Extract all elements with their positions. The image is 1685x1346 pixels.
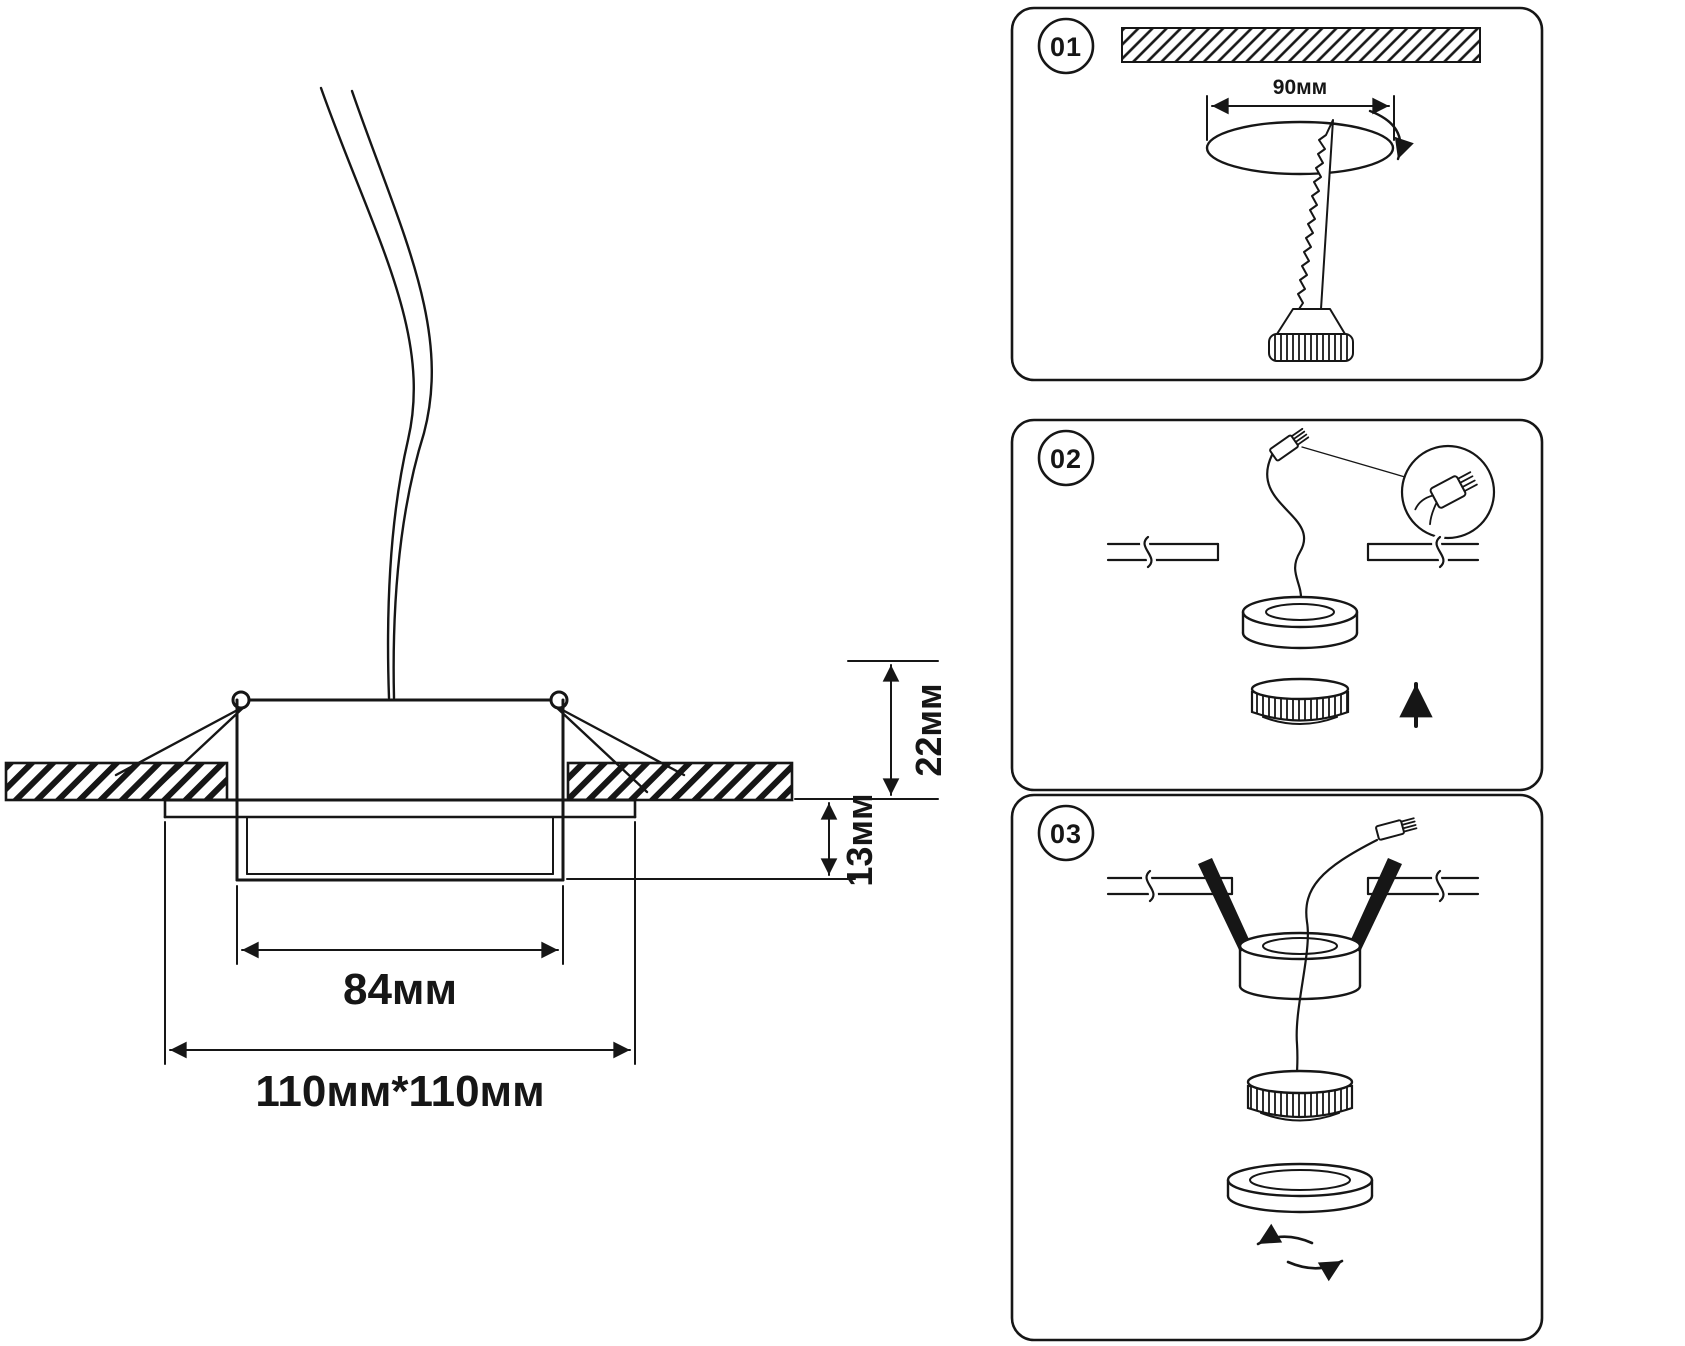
step-3-panel: 03 <box>1010 793 1544 1342</box>
ceiling-section-step3 <box>1106 866 1480 906</box>
dimension-22mm: 22мм <box>794 660 949 800</box>
fixture-cross-section: 22мм 13мм 84мм 110мм*110мм <box>4 86 949 1116</box>
lamp-module <box>1250 677 1350 725</box>
cut-direction-arrow <box>1368 109 1414 161</box>
step-1-border <box>1010 6 1544 382</box>
ceiling-section <box>1106 532 1480 572</box>
connector-leader-line <box>1301 446 1406 478</box>
step-2-border <box>1010 418 1544 792</box>
fixture-body <box>235 698 565 882</box>
dim-label-22mm: 22мм <box>908 683 949 776</box>
break-mark-left <box>1140 532 1156 572</box>
cut-hole-ellipse <box>1205 120 1395 176</box>
step-3-border <box>1010 793 1544 1342</box>
spring-clip-left <box>114 704 247 794</box>
dim-label-110mm: 110мм*110мм <box>255 1067 544 1116</box>
break-mark-left-step3 <box>1142 866 1158 906</box>
fixture-flange <box>163 798 637 819</box>
mounting-plate <box>231 690 569 710</box>
step-3-badge: 03 <box>1037 804 1095 862</box>
hole-dim-label: 90мм <box>1273 76 1327 99</box>
wire-step3 <box>1295 838 1379 1076</box>
dimension-110mm: 110мм*110мм <box>164 821 636 1116</box>
step-number-2: 02 <box>1050 444 1082 474</box>
step-number-3: 03 <box>1050 819 1082 849</box>
hole-dimension-90mm: 90мм <box>1206 76 1395 141</box>
drywall-saw <box>1268 119 1354 362</box>
dim-label-13mm: 13мм <box>839 793 880 886</box>
ceiling-hatch-left <box>4 761 229 802</box>
dimension-84mm: 84мм <box>236 885 564 1014</box>
ceiling-hatch-band <box>1121 27 1481 63</box>
lamp-module-step3 <box>1246 1069 1354 1122</box>
step-2-badge: 02 <box>1037 429 1095 487</box>
trim-ring <box>1226 1162 1374 1214</box>
rotate-arrows <box>1256 1223 1344 1282</box>
break-mark-right-step3 <box>1432 866 1448 906</box>
supply-wires <box>319 86 433 700</box>
step-1-panel: 01 90мм <box>1010 6 1544 382</box>
ceiling-hatch-right <box>566 761 794 802</box>
step-1-badge: 01 <box>1037 17 1095 75</box>
wire <box>1266 453 1306 602</box>
recessed-housing <box>1238 931 1362 1001</box>
step-number-1: 01 <box>1050 32 1082 62</box>
spring-clip-right <box>553 704 686 794</box>
spring-clips-installed <box>1198 858 1402 952</box>
wire-connector <box>1269 427 1310 462</box>
step-2-panel: 02 <box>1010 418 1544 792</box>
saw-handle <box>1268 308 1354 362</box>
break-mark-right <box>1432 532 1448 572</box>
connector-detail-circle <box>1400 444 1496 540</box>
dim-label-84mm: 84мм <box>343 965 457 1014</box>
dimension-13mm: 13мм <box>566 793 880 887</box>
wire-connector-step3 <box>1375 817 1418 841</box>
mounting-ring <box>1241 595 1359 650</box>
